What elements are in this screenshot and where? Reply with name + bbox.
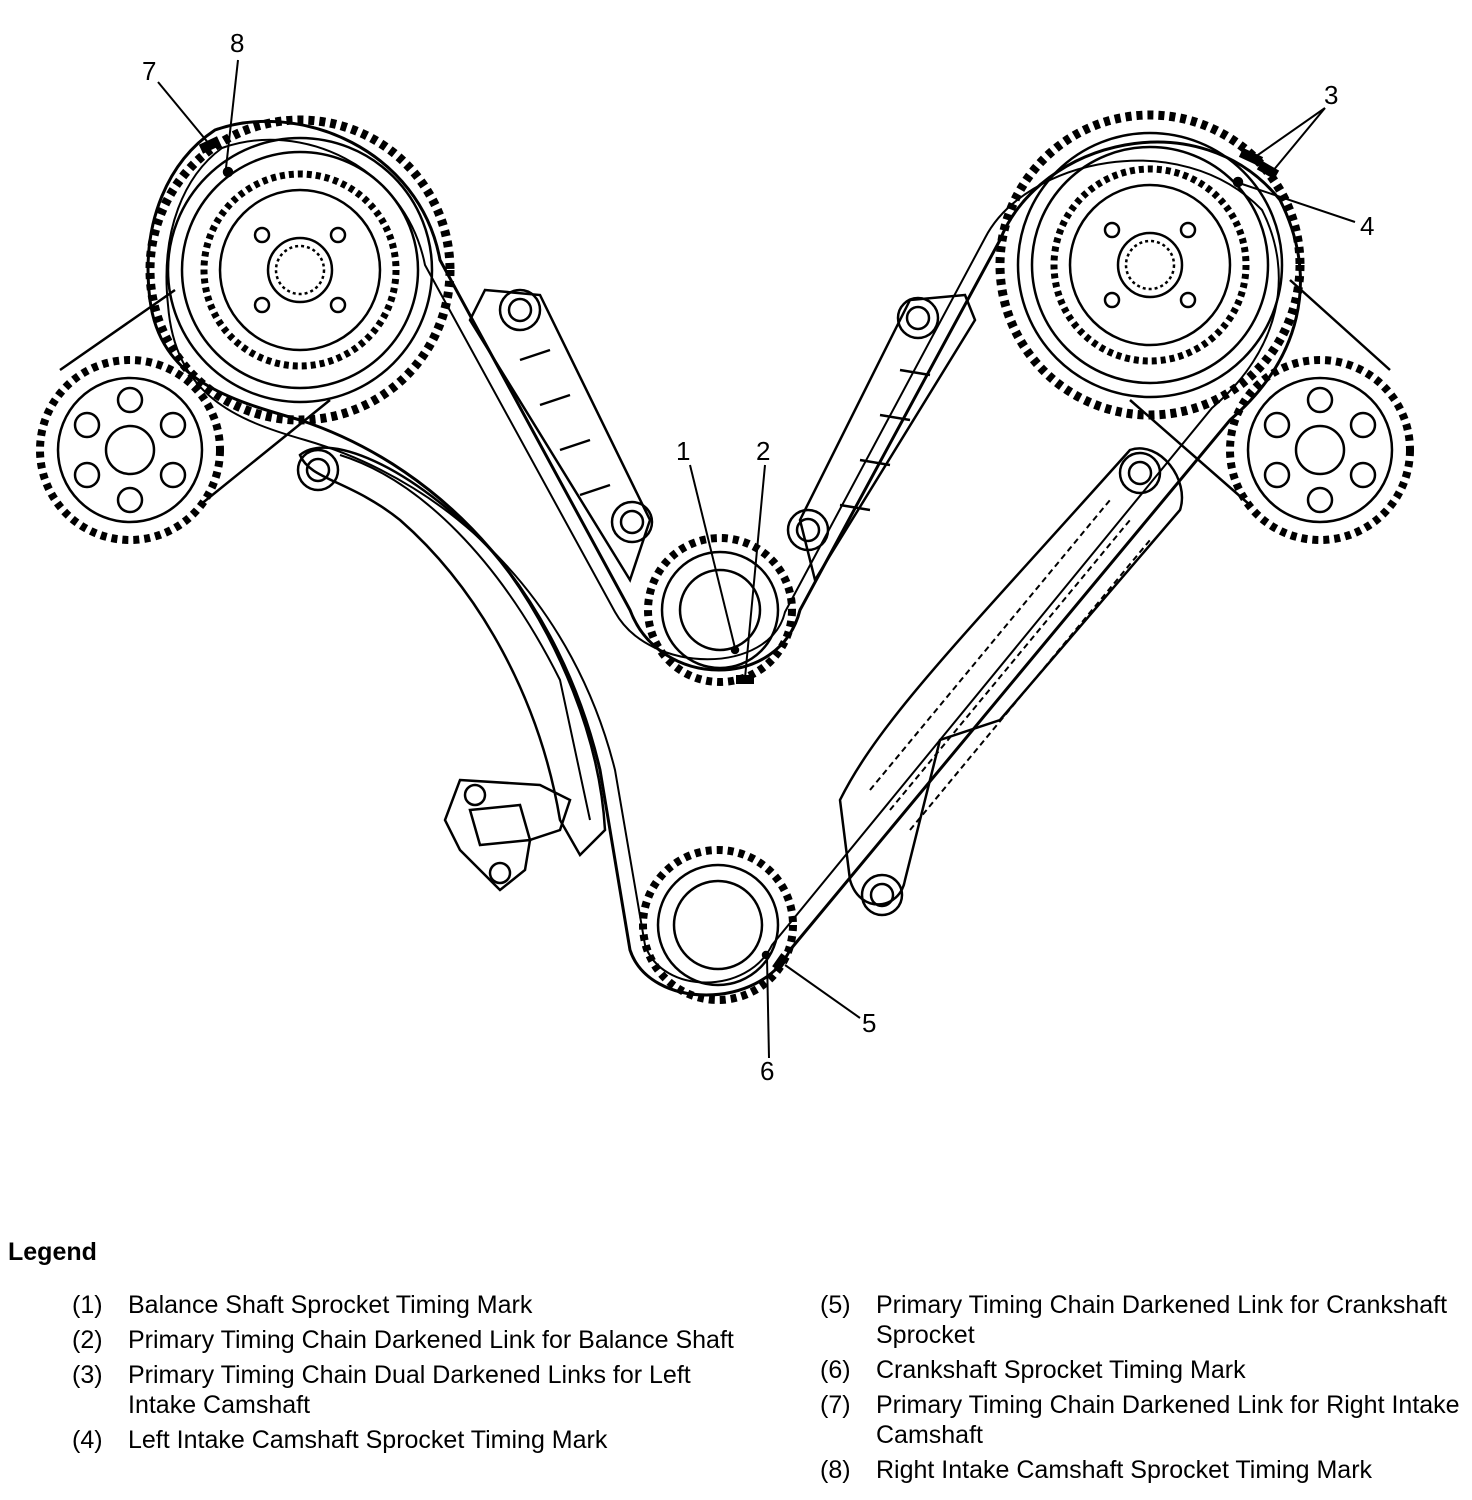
balance-shaft-sprocket bbox=[644, 534, 796, 686]
legend-item: (6) Crankshaft Sprocket Timing Mark bbox=[820, 1355, 1460, 1385]
legend-item-text: Primary Timing Chain Darkened Link for R… bbox=[876, 1391, 1460, 1449]
callout-5: 5 bbox=[862, 1008, 876, 1038]
primary-timing-chain bbox=[146, 120, 1302, 997]
right-intake-camshaft-sprocket bbox=[145, 115, 455, 425]
legend-right-column: (5) Primary Timing Chain Darkened Link f… bbox=[820, 1290, 1460, 1490]
legend-item-text: Right Intake Camshaft Sprocket Timing Ma… bbox=[876, 1456, 1373, 1484]
timing-chain-diagram: 1 2 3 4 5 6 7 8 bbox=[36, 28, 1414, 1086]
legend-item-number: (7) bbox=[820, 1391, 851, 1419]
callout-3: 3 bbox=[1324, 80, 1338, 110]
legend-left-column: (1) Balance Shaft Sprocket Timing Mark (… bbox=[72, 1290, 752, 1460]
legend-item-number: (3) bbox=[72, 1361, 103, 1389]
chain-tensioner-shoe bbox=[296, 446, 607, 858]
legend-item: (3) Primary Timing Chain Dual Darkened L… bbox=[72, 1360, 752, 1420]
legend-item-number: (8) bbox=[820, 1456, 851, 1484]
crankshaft-sprocket bbox=[639, 846, 797, 1004]
legend-item: (8) Right Intake Camshaft Sprocket Timin… bbox=[820, 1455, 1460, 1485]
legend-item-text: Primary Timing Chain Darkened Link for B… bbox=[128, 1326, 734, 1354]
chain-tensioner bbox=[443, 778, 572, 892]
callout-leaders bbox=[157, 59, 1356, 1059]
legend-item-text: Crankshaft Sprocket Timing Mark bbox=[876, 1356, 1246, 1384]
legend-title: Legend bbox=[8, 1238, 97, 1266]
callout-4: 4 bbox=[1360, 211, 1374, 241]
legend-item-number: (1) bbox=[72, 1291, 103, 1319]
legend-item: (4) Left Intake Camshaft Sprocket Timing… bbox=[72, 1425, 752, 1455]
legend-item: (1) Balance Shaft Sprocket Timing Mark bbox=[72, 1290, 752, 1320]
callout-7: 7 bbox=[142, 56, 156, 86]
legend-item-text: Primary Timing Chain Dual Darkened Links… bbox=[128, 1361, 691, 1419]
callout-6: 6 bbox=[760, 1056, 774, 1086]
callout-2: 2 bbox=[756, 436, 770, 466]
legend-item: (7) Primary Timing Chain Darkened Link f… bbox=[820, 1390, 1460, 1450]
legend-item: (5) Primary Timing Chain Darkened Link f… bbox=[820, 1290, 1460, 1350]
left-upper-chain-guide bbox=[786, 293, 977, 584]
callout-8: 8 bbox=[230, 28, 244, 58]
left-intake-camshaft-sprocket bbox=[995, 110, 1305, 420]
legend-item-number: (4) bbox=[72, 1426, 103, 1454]
callout-labels: 1 2 3 4 5 6 7 8 bbox=[142, 28, 1374, 1086]
legend-item-number: (6) bbox=[820, 1356, 851, 1384]
right-lower-chain-guide bbox=[838, 447, 1184, 917]
legend-item-number: (2) bbox=[72, 1326, 103, 1354]
legend-item: (2) Primary Timing Chain Darkened Link f… bbox=[72, 1325, 752, 1355]
right-exhaust-sprocket bbox=[1129, 279, 1414, 544]
right-upper-chain-guide bbox=[468, 288, 654, 583]
legend-item-text: Left Intake Camshaft Sprocket Timing Mar… bbox=[128, 1426, 608, 1454]
legend-item-text: Primary Timing Chain Darkened Link for C… bbox=[876, 1291, 1448, 1349]
left-exhaust-sprocket bbox=[36, 288, 331, 544]
callout-1: 1 bbox=[676, 436, 690, 466]
legend-item-number: (5) bbox=[820, 1291, 851, 1319]
legend-item-text: Balance Shaft Sprocket Timing Mark bbox=[128, 1291, 533, 1319]
darkened-link-marks bbox=[198, 136, 1280, 972]
